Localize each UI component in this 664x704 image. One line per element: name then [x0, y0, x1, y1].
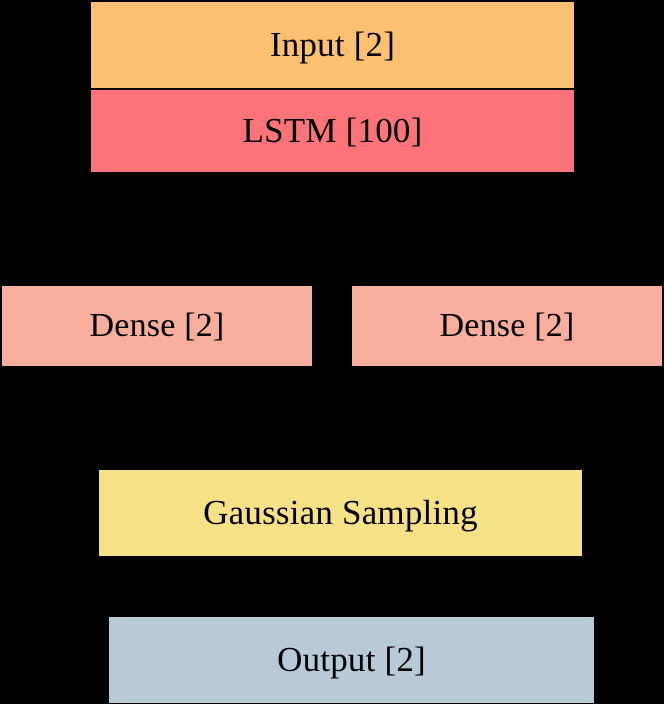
edge-gaussian-to-output — [331, 557, 333, 616]
edge-dense-logvar-to-gaussian — [507, 367, 509, 469]
node-output-label: Output [2] — [277, 639, 426, 679]
node-input[interactable]: Input [2] — [90, 1, 575, 89]
edge-lstm-to-dense-mean — [155, 173, 157, 285]
edge-dense-mean-to-gaussian — [155, 367, 157, 469]
node-input-label: Input [2] — [269, 24, 396, 64]
node-dense-mean[interactable]: Dense [2] — [1, 285, 313, 367]
node-lstm-label: LSTM [100] — [242, 110, 423, 150]
node-gaussian-sampling-label: Gaussian Sampling — [203, 492, 478, 532]
node-dense-mean-label: Dense [2] — [89, 307, 225, 345]
node-dense-logvar[interactable]: Dense [2] — [351, 285, 663, 367]
node-output[interactable]: Output [2] — [108, 616, 595, 704]
node-dense-logvar-label: Dense [2] — [439, 307, 575, 345]
node-lstm[interactable]: LSTM [100] — [90, 89, 575, 173]
node-gaussian-sampling[interactable]: Gaussian Sampling — [98, 469, 583, 557]
edge-lstm-to-dense-logvar — [507, 173, 509, 285]
